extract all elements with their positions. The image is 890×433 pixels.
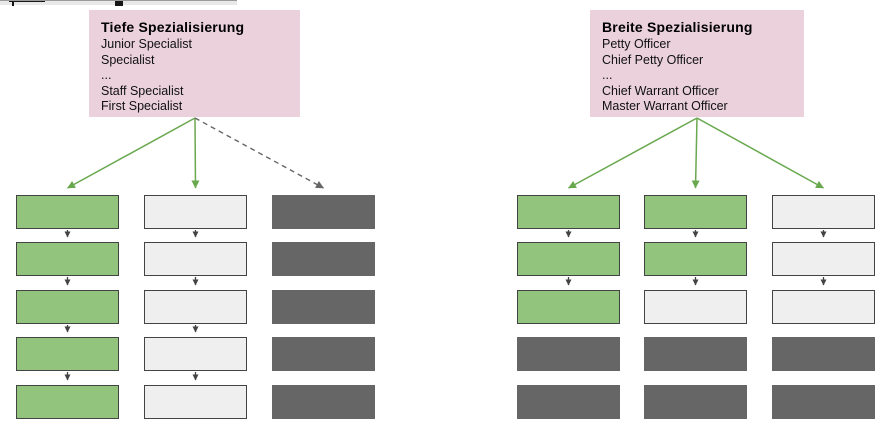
fan-arrow-broad-specialization-col3 <box>696 117 824 189</box>
fan-arrow-broad-specialization-col2 <box>691 117 700 189</box>
career-step-box-deep-specialization-col1-row4-green <box>16 337 119 371</box>
career-step-box-deep-specialization-col3-row4-dark <box>272 337 375 371</box>
career-step-box-deep-specialization-col3-row5-dark <box>272 385 375 419</box>
spec-header-item: Chief Warrant Officer <box>602 83 719 98</box>
career-step-box-broad-specialization-col3-row5-dark <box>772 385 875 419</box>
cropped-glyph-mark <box>9 1 45 2</box>
cropped-glyph-mark <box>12 1 14 6</box>
career-step-box-broad-specialization-col3-row3-light <box>772 290 875 324</box>
career-step-box-deep-specialization-col2-row4-light <box>144 337 247 371</box>
career-step-box-deep-specialization-col2-row1-light <box>144 195 247 229</box>
career-step-box-deep-specialization-col3-row1-dark <box>272 195 375 229</box>
spec-header-item: Specialist <box>101 52 155 67</box>
spec-header-item: First Specialist <box>101 99 183 114</box>
cropped-glyph-mark <box>115 1 123 6</box>
career-step-box-deep-specialization-col3-row2-dark <box>272 242 375 276</box>
career-step-box-broad-specialization-col2-row5-dark <box>644 385 747 419</box>
career-step-box-broad-specialization-col1-row4-dark <box>517 337 620 371</box>
career-step-box-broad-specialization-col1-row5-dark <box>517 385 620 419</box>
spec-header-item: Master Warrant Officer <box>602 99 728 114</box>
spec-header-title: Breite Spezialisierung <box>602 19 753 35</box>
fan-arrow-deep-specialization-col2 <box>191 117 200 189</box>
career-step-box-deep-specialization-col1-row5-green <box>16 385 119 419</box>
spec-header-item: ... <box>602 68 613 83</box>
career-step-box-deep-specialization-col2-row5-light <box>144 385 247 419</box>
career-step-box-broad-specialization-col3-row1-light <box>772 195 875 229</box>
career-step-box-broad-specialization-col2-row4-dark <box>644 337 747 371</box>
spec-header-item: Petty Officer <box>602 37 671 51</box>
cropped-top-text-strip <box>0 0 237 6</box>
spec-header-item: Staff Specialist <box>101 83 184 98</box>
career-step-box-deep-specialization-col3-row3-dark <box>272 290 375 324</box>
career-step-box-broad-specialization-col2-row1-green <box>644 195 747 229</box>
career-step-box-broad-specialization-col2-row3-light <box>644 290 747 324</box>
fan-arrow-deep-specialization-col1 <box>67 117 196 189</box>
career-step-box-deep-specialization-col1-row3-green <box>16 290 119 324</box>
career-step-box-broad-specialization-col1-row2-green <box>517 242 620 276</box>
spec-header-item: ... <box>101 68 112 83</box>
career-step-box-broad-specialization-col1-row1-green <box>517 195 620 229</box>
fan-arrow-broad-specialization-col1 <box>568 117 698 189</box>
career-step-box-broad-specialization-col1-row3-green <box>517 290 620 324</box>
spec-header-item: Chief Petty Officer <box>602 52 704 67</box>
spec-header-item: Junior Specialist <box>101 37 193 51</box>
career-step-box-broad-specialization-col3-row2-light <box>772 242 875 276</box>
career-step-box-deep-specialization-col2-row3-light <box>144 290 247 324</box>
career-step-box-deep-specialization-col1-row1-green <box>16 195 119 229</box>
career-step-box-deep-specialization-col1-row2-green <box>16 242 119 276</box>
career-step-box-broad-specialization-col2-row2-green <box>644 242 747 276</box>
career-step-box-broad-specialization-col3-row4-dark <box>772 337 875 371</box>
career-step-box-deep-specialization-col2-row2-light <box>144 242 247 276</box>
spec-header-title: Tiefe Spezialisierung <box>101 19 245 35</box>
fan-arrow-dashed-deep-specialization-col3 <box>194 117 324 189</box>
